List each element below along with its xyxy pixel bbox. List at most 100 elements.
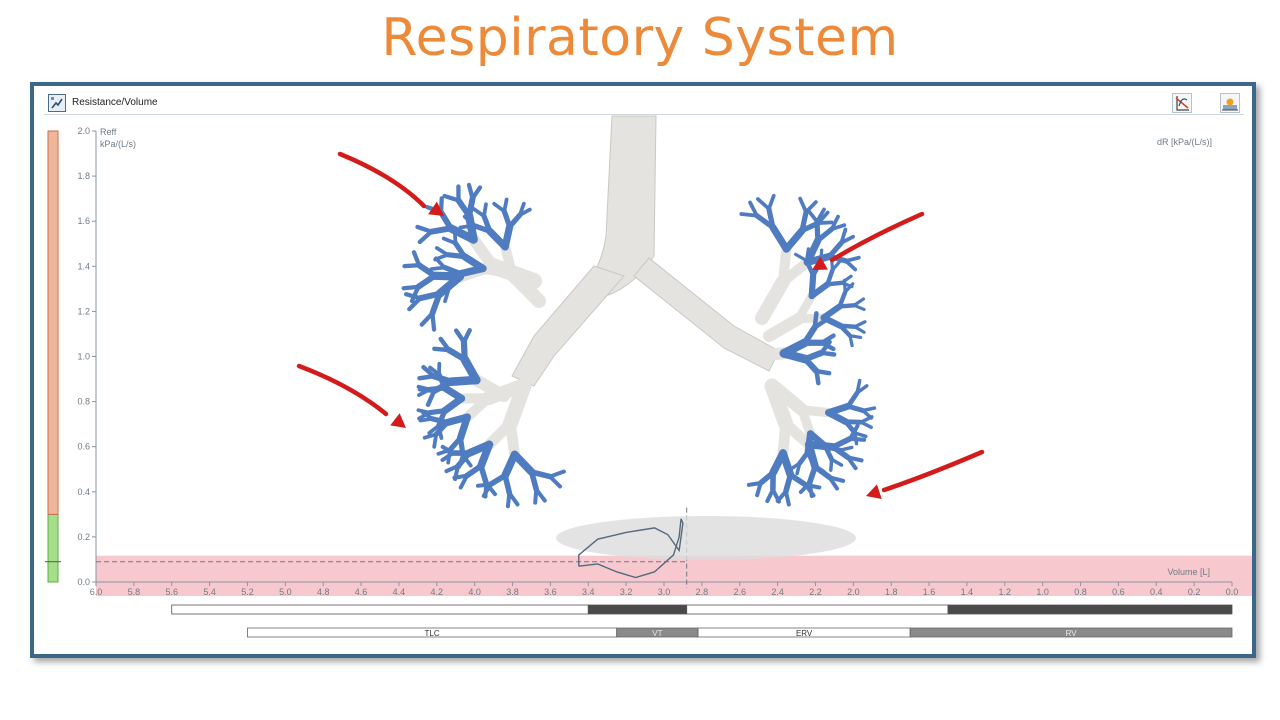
arrow-head [812, 256, 828, 270]
bronchus [471, 206, 486, 218]
volume-segment-label-vt: VT [652, 629, 663, 638]
bronchus [435, 285, 452, 297]
curve-tool-button[interactable] [1172, 93, 1192, 113]
image-export-button[interactable] [1220, 93, 1240, 113]
arrow-lower-right [866, 449, 985, 499]
y-tick-label: 1.0 [77, 352, 90, 362]
image-export-icon [1222, 98, 1238, 111]
bronchus [811, 463, 816, 478]
bronchus [805, 208, 819, 224]
x-tick-label: 2.8 [696, 587, 709, 597]
bronchus [447, 435, 464, 453]
x-tick-label: 3.2 [620, 587, 633, 597]
bronchus [502, 378, 532, 432]
bronchus [464, 463, 484, 479]
bronchus [411, 250, 422, 268]
bronchus [438, 196, 444, 215]
volume-segment-label-erv: ERV [795, 629, 813, 638]
x-tick-label: 0.8 [1074, 587, 1087, 597]
bronchus [843, 282, 855, 294]
bronchus [460, 253, 487, 273]
bronchus [547, 469, 566, 479]
y-tick-label: 1.2 [77, 306, 90, 316]
bronchus [822, 443, 835, 462]
x-tick-label: 3.0 [658, 587, 671, 597]
bronchus [777, 418, 792, 459]
bronchus [848, 334, 863, 340]
bronchus [802, 355, 820, 375]
bronchus [855, 384, 869, 395]
y-tick-label: 1.4 [77, 261, 90, 271]
bronchus [794, 252, 809, 263]
bronchus [766, 206, 776, 230]
bronchus [528, 469, 540, 493]
arrow-upper-left [337, 151, 444, 216]
x-tick-label: 4.4 [393, 587, 406, 597]
bronchus [483, 418, 516, 450]
bronchus [402, 263, 422, 269]
chart-panel-icon [48, 94, 66, 112]
x-tick-label: 4.8 [317, 587, 330, 597]
bronchus [848, 334, 854, 348]
bronchus [502, 197, 509, 214]
bronchus [425, 388, 437, 407]
bronchus [436, 423, 444, 440]
bronchus [460, 338, 468, 363]
bronchus [460, 355, 481, 385]
loop-curve [578, 518, 684, 579]
reference-band [96, 555, 1252, 596]
bronchus [461, 328, 472, 345]
volume-bar [686, 604, 949, 615]
bronchus [438, 336, 452, 353]
arrow-head [866, 484, 882, 499]
bronchus [483, 481, 489, 499]
gauge-segment [47, 130, 59, 515]
bronchus [500, 241, 518, 280]
bronchus [830, 259, 842, 272]
bronchus [409, 284, 421, 304]
bronchus [825, 409, 850, 426]
bronchus [769, 381, 809, 417]
arrow-shaft [881, 449, 985, 493]
x-tick-label: 1.8 [885, 587, 898, 597]
x-tick-label: 4.6 [355, 587, 368, 597]
bronchus [467, 233, 499, 272]
bronchus [470, 185, 483, 201]
bronchus [827, 475, 839, 491]
bronchus [838, 323, 853, 338]
volume-segment-label-tlc: TLC [424, 629, 440, 638]
bronchus [462, 214, 476, 228]
volume-bar [171, 604, 589, 615]
bronchus [794, 313, 828, 324]
bronchus [505, 267, 546, 308]
bronchus [844, 259, 858, 272]
bronchus [769, 449, 787, 477]
bronchus [852, 303, 866, 312]
arrow-lower-left [296, 363, 406, 428]
bronchus [482, 202, 488, 218]
y-tick-label: 0.6 [77, 442, 90, 452]
arrow-upper-right [812, 211, 925, 270]
x-tick-label: 3.8 [506, 587, 519, 597]
x-tick-label: 5.0 [279, 587, 292, 597]
arrow-shaft [829, 211, 925, 263]
bronchus [826, 240, 844, 259]
x-tick-label: 6.0 [90, 587, 103, 597]
x-axis-label: Volume [L] [1167, 567, 1210, 577]
bronchus [452, 229, 458, 246]
bronchus [797, 449, 811, 466]
bronchus [421, 364, 437, 379]
bronchus [746, 480, 763, 487]
bronchus [825, 267, 835, 287]
bronchus [481, 213, 493, 234]
bronchus [756, 197, 771, 211]
bronchus [829, 457, 834, 472]
x-tick-label: 0.6 [1112, 587, 1125, 597]
y-axis-unit: kPa/(L/s) [100, 139, 136, 149]
x-tick-label: 2.0 [847, 587, 860, 597]
x-tick-label: 0.2 [1188, 587, 1201, 597]
bronchus [501, 222, 514, 251]
bronchus [465, 440, 494, 457]
x-tick-label: 5.8 [128, 587, 141, 597]
bronchus [837, 303, 857, 309]
